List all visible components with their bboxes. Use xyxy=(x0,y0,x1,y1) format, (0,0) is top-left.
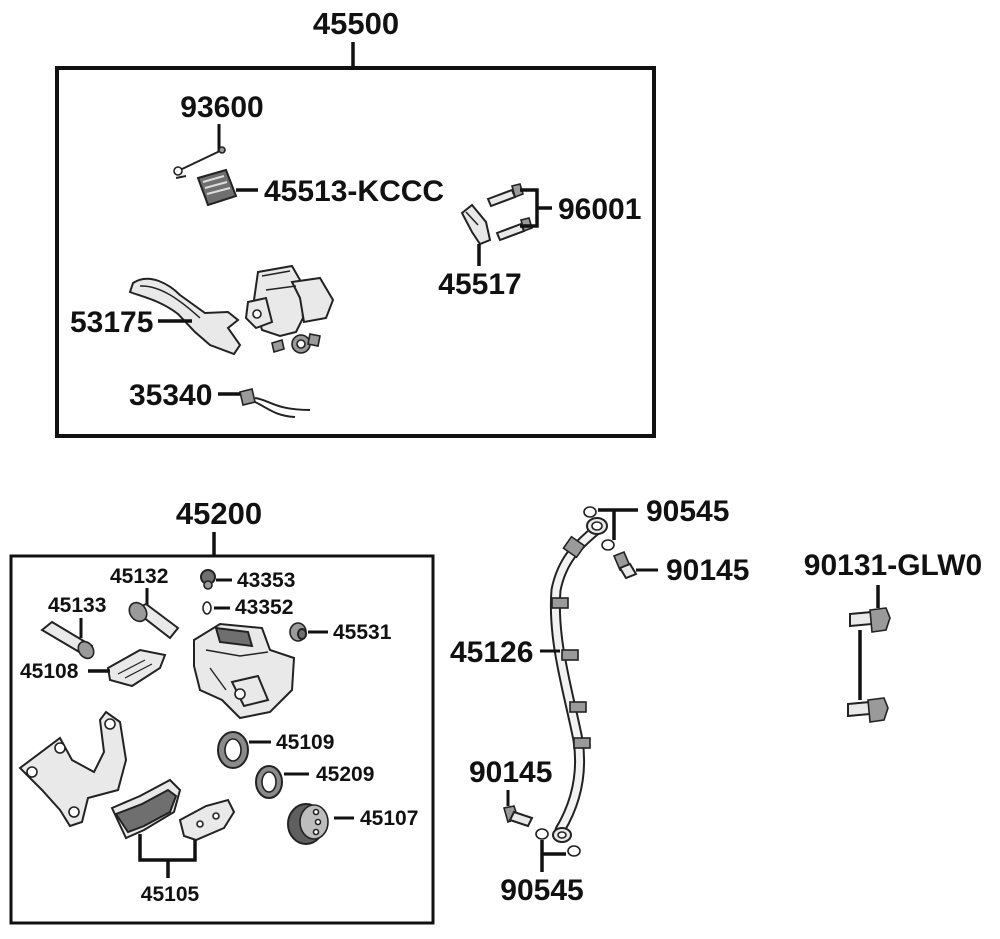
bleeder-screw-43352 xyxy=(202,601,212,615)
reservoir-cap-part xyxy=(196,168,238,207)
caliper-group: 45200 45132 45133 45108 43353 xyxy=(9,496,435,925)
label-45209: 45209 xyxy=(316,763,374,786)
label-45109: 45109 xyxy=(276,731,334,754)
leader-90545-bottom xyxy=(540,840,566,872)
washer-top-a xyxy=(583,506,597,518)
label-96001: 96001 xyxy=(558,193,641,226)
label-45513-KCCC: 45513-KCCC xyxy=(264,175,444,208)
stop-switch-part xyxy=(239,388,311,418)
label-45531: 45531 xyxy=(333,621,392,644)
bleeder-cap-43353 xyxy=(200,569,216,590)
slide-pin-45133 xyxy=(40,620,95,660)
master-cylinder-group: 45500 93600 45513-KCCC 96001 xyxy=(55,6,656,438)
flange-bolt-lower xyxy=(847,697,889,723)
label-45200: 45200 xyxy=(176,496,262,531)
boot-45531 xyxy=(289,622,307,642)
label-45133: 45133 xyxy=(48,594,106,617)
leader-96001 xyxy=(520,188,552,228)
flange-bolt-upper xyxy=(849,607,891,633)
banjo-bolt-bottom xyxy=(502,805,534,828)
label-90145-top: 90145 xyxy=(666,554,749,587)
dust-seal-45209 xyxy=(255,765,283,799)
brake-lever-part xyxy=(128,277,242,356)
screw-part-93600 xyxy=(173,146,226,179)
label-90131-GLW0: 90131-GLW0 xyxy=(804,549,982,582)
label-45500: 45500 xyxy=(313,6,399,41)
washer-top-b xyxy=(601,539,615,551)
label-90545-top: 90545 xyxy=(646,495,729,528)
piston-45107 xyxy=(287,803,329,845)
pad-spring-45108 xyxy=(106,648,167,688)
bolt-parts-96001 xyxy=(486,183,533,242)
caliper-bracket xyxy=(18,710,128,828)
piston-seal-45109 xyxy=(217,731,249,769)
holder-part-45517 xyxy=(460,203,492,246)
label-45132: 45132 xyxy=(110,565,168,588)
label-90145-bottom: 90145 xyxy=(469,756,552,789)
brake-pads-45105 xyxy=(110,778,236,842)
label-45126: 45126 xyxy=(450,636,533,669)
label-90545-bottom: 90545 xyxy=(500,874,583,907)
brake-hose-group: 90545 90145 45126 90145 90545 xyxy=(450,495,749,907)
master-cylinder-body xyxy=(244,264,335,354)
label-45107: 45107 xyxy=(360,807,418,830)
brake-hose-part xyxy=(549,517,608,843)
slide-pin-45132 xyxy=(128,601,180,640)
leader-90545-top xyxy=(598,508,638,540)
washer-bottom-a xyxy=(535,828,549,840)
banjo-bolt-top xyxy=(612,550,638,580)
label-35340: 35340 xyxy=(129,379,212,412)
label-43353: 43353 xyxy=(237,569,295,592)
leader-45105 xyxy=(138,834,197,878)
bolts-group: 90131-GLW0 xyxy=(804,549,982,723)
master-cylinder-box xyxy=(55,66,656,438)
washer-bottom-b xyxy=(567,845,581,857)
caliper-box xyxy=(9,554,435,925)
label-93600: 93600 xyxy=(180,91,263,124)
caliper-body xyxy=(193,622,296,720)
label-45105: 45105 xyxy=(141,883,200,906)
label-45517: 45517 xyxy=(438,268,521,301)
label-45108: 45108 xyxy=(20,660,79,683)
label-53175: 53175 xyxy=(70,306,153,339)
label-43352: 43352 xyxy=(235,596,293,619)
